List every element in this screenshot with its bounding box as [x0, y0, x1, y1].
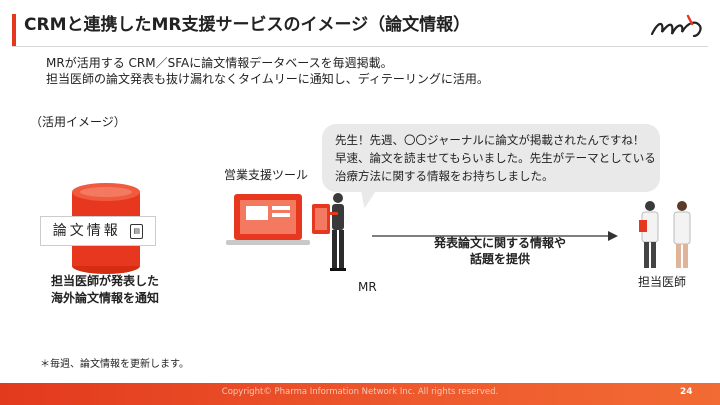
database-caption-line-1: 担当医師が発表した	[50, 274, 159, 288]
doctors-illustration	[639, 201, 691, 268]
arrow-caption-line-1: 発表論文に関する情報や	[433, 236, 566, 250]
speech-line-1: 先生！先週、〇〇ジャーナルに論文が掲載されたんですね！	[335, 133, 645, 147]
speech-bubble	[322, 124, 660, 192]
sales-tool-label: 営業支援ツール	[224, 168, 309, 182]
database-label: 論文情報	[52, 223, 121, 239]
footer-bar	[0, 383, 720, 405]
page-title: CRMと連携したMR支援サービスのイメージ（論文情報）	[24, 15, 471, 35]
speech-line-2: 早速、論文を読ませてもらいました。先生がテーマとしている	[335, 151, 656, 165]
database-caption-line-2: 海外論文情報を通知	[50, 291, 159, 305]
title-accent-bar	[12, 14, 16, 46]
copyright-text: Copyright© Pharma Information Network In…	[221, 387, 499, 397]
speech-bubble-text: 先生！先週、〇〇ジャーナルに論文が掲載されたんですね！ 早速、論文を読ませてもら…	[335, 131, 656, 185]
footnote: ＊毎週、論文情報を更新します。	[40, 359, 189, 370]
company-logo-icon	[650, 14, 702, 38]
document-icon: ▤	[130, 223, 144, 239]
doctor-label: 担当医師	[638, 275, 687, 289]
page-number: 24	[680, 387, 693, 397]
description: MRが活用する CRM／SFAに論文情報データベースを毎週掲載。 担当医師の論文…	[46, 55, 489, 87]
description-line-1: MRが活用する CRM／SFAに論文情報データベースを毎週掲載。	[46, 56, 393, 70]
database-caption: 担当医師が発表した 海外論文情報を通知	[30, 273, 180, 307]
usage-label: （活用イメージ）	[30, 115, 126, 129]
description-line-2: 担当医師の論文発表も抜け漏れなくタイムリーに通知し、ディテーリングに活用。	[46, 72, 489, 86]
database-label-box: 論文情報 ▤	[40, 216, 156, 246]
arrow-icon	[372, 231, 618, 241]
arrow-caption-line-2: 話題を提供	[469, 252, 530, 266]
speech-line-3: 治療方法に関する情報をお持ちしました。	[335, 169, 554, 183]
title-divider	[12, 46, 708, 47]
arrow-caption: 発表論文に関する情報や 話題を提供	[400, 235, 600, 267]
mr-label: MR	[358, 280, 377, 294]
mr-with-laptop-illustration	[226, 193, 346, 271]
